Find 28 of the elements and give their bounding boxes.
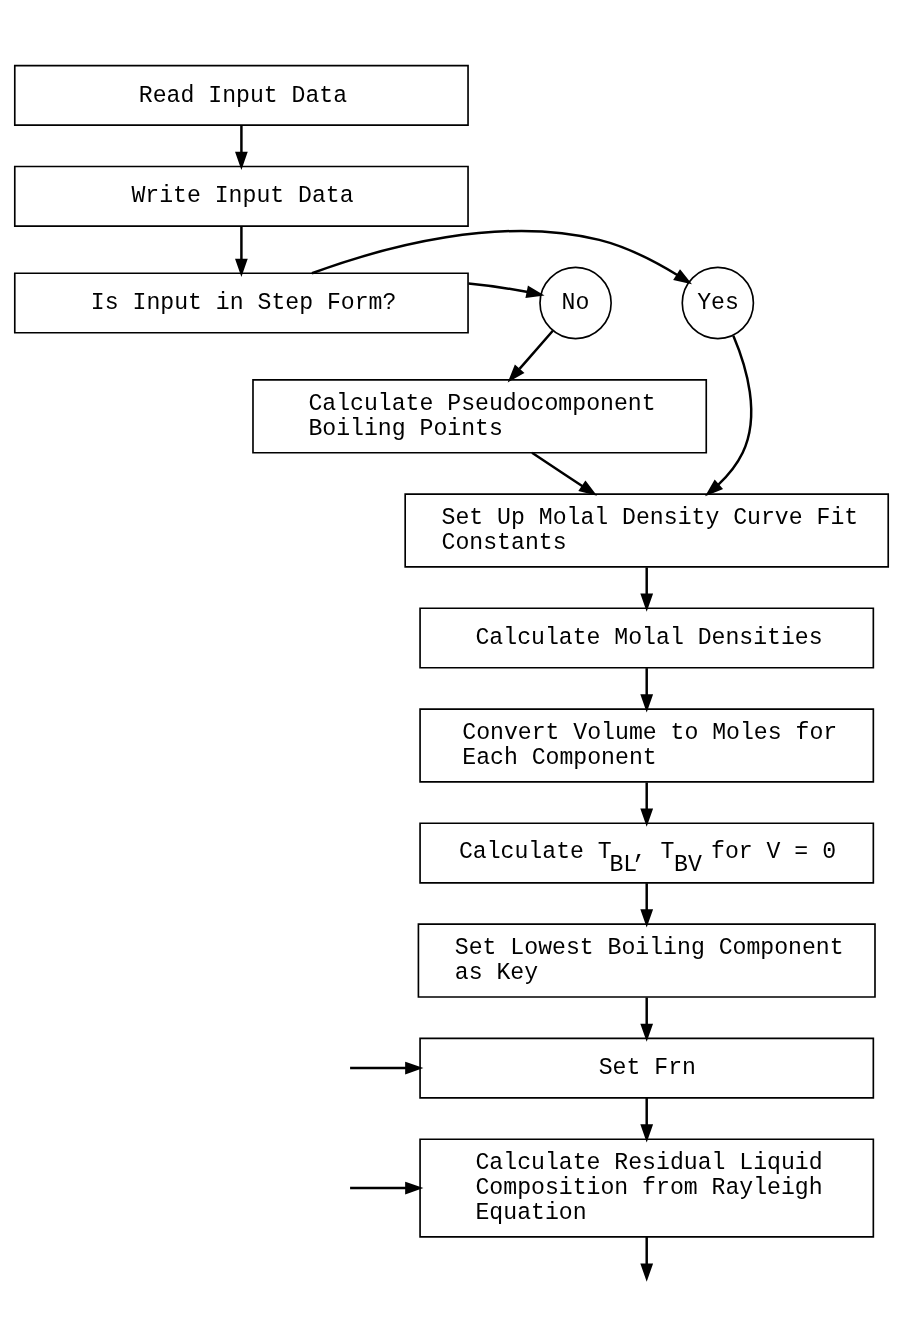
node-box: Write Input Data xyxy=(13,165,469,227)
node-box: Set Up Molal Density Curve Fit Constants xyxy=(404,492,890,568)
arrow xyxy=(350,1061,424,1074)
arrow xyxy=(640,566,654,612)
node-circle: No xyxy=(539,266,612,339)
arrow xyxy=(311,229,692,284)
node-box: Calculate Pseudocomponent Boiling Points xyxy=(252,378,708,454)
arrow xyxy=(507,329,554,382)
arrow xyxy=(640,781,654,827)
node-box: Calculate Molal Densities xyxy=(419,606,875,669)
node-box: Is Input in Step Form? xyxy=(13,271,469,334)
node-box: Calculate Residual Liquid Composition from Rayleigh Equation xyxy=(419,1137,875,1238)
arrow xyxy=(640,997,654,1042)
node-box: Read Input Data xyxy=(13,64,469,126)
arrow xyxy=(705,334,753,496)
node-circle: Yes xyxy=(681,266,755,339)
arrow xyxy=(468,281,545,298)
arrow xyxy=(350,1181,424,1194)
arrow xyxy=(640,882,654,928)
arrow xyxy=(640,1236,654,1282)
arrow xyxy=(640,667,654,712)
arrow xyxy=(640,1097,654,1143)
arrow xyxy=(235,225,248,277)
arrow xyxy=(235,124,248,170)
node-box: Set Frn xyxy=(419,1037,875,1099)
arrow xyxy=(531,451,598,496)
node-box: Convert Volume to Moles for Each Component xyxy=(419,707,875,783)
node-box: Set Lowest Boiling Component as Key xyxy=(417,922,876,998)
